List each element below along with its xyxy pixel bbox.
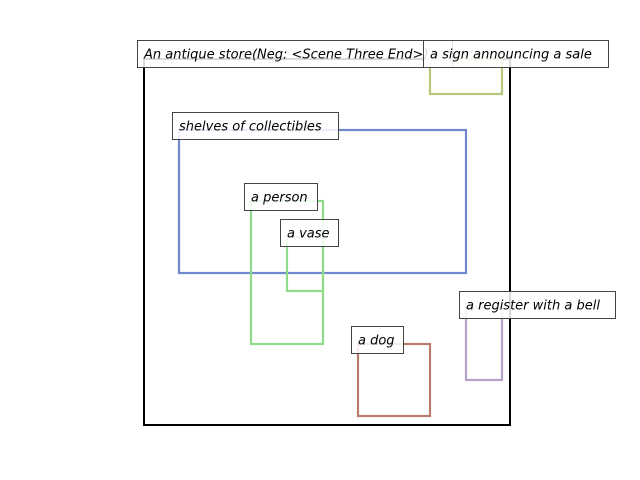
register-label: a register with a bell (459, 291, 616, 319)
dog-label-text: a dog (358, 334, 395, 349)
dog-label: a dog (351, 326, 404, 354)
person-label-text: a person (251, 191, 308, 206)
shelves-label-text: shelves of collectibles (179, 120, 322, 135)
person-label: a person (244, 183, 318, 211)
register-label-text: a register with a bell (466, 299, 600, 314)
scene-caption-label: An antique store(Neg: <Scene Three End>) (137, 40, 453, 68)
shelves-label: shelves of collectibles (172, 112, 339, 140)
sign-label-text: a sign announcing a sale (430, 48, 592, 63)
scene-caption-text: An antique store(Neg: <Scene Three End>) (143, 48, 429, 63)
vase-label: a vase (280, 219, 339, 247)
vase-label-text: a vase (287, 227, 330, 242)
sign-label: a sign announcing a sale (423, 40, 609, 68)
dog-box (356, 342, 432, 418)
